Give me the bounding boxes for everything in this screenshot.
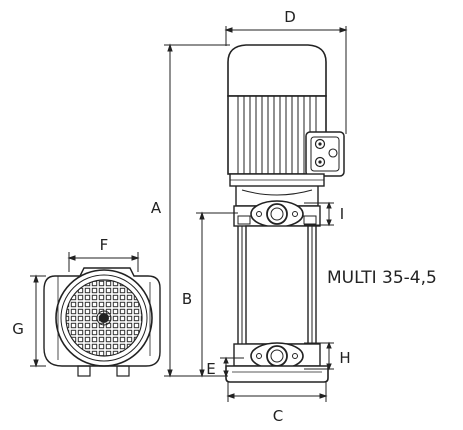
dimension-e [220, 356, 244, 378]
dimension-i [304, 201, 334, 227]
motor-top-cap [227, 44, 327, 97]
dim-label-d: D [284, 8, 296, 26]
dimension-h [304, 341, 334, 371]
dim-label-b: B [182, 290, 192, 308]
model-label: MULTI 35-4,5 [327, 268, 437, 288]
fan-cover-outer [55, 269, 153, 367]
dimension-c [226, 382, 328, 402]
dim-label-g: G [12, 320, 24, 338]
dimension-b [196, 211, 238, 378]
cable-gland-top [314, 138, 326, 150]
dimension-f [67, 252, 140, 272]
pump-barrel [245, 225, 309, 345]
top-view [43, 267, 161, 377]
dim-label-a: A [151, 199, 162, 217]
cable-gland-bottom [314, 156, 326, 168]
discharge-port [250, 200, 304, 228]
dim-label-e: E [206, 360, 215, 378]
dim-label-c: C [273, 407, 283, 425]
dim-label-f: F [100, 236, 109, 254]
side-view [225, 44, 345, 383]
dimension-a [164, 43, 230, 378]
top-view-foot-left [77, 365, 91, 377]
fan-cover-inner [60, 274, 148, 362]
pump-base [225, 365, 329, 383]
dimension-g [30, 274, 46, 368]
dim-label-i: I [340, 205, 344, 223]
top-view-housing [43, 267, 161, 367]
shaft-center [99, 313, 109, 323]
top-view-foot-right [116, 365, 130, 377]
dim-label-h: H [339, 349, 350, 367]
suction-port [250, 342, 304, 370]
dimension-d [224, 26, 348, 134]
